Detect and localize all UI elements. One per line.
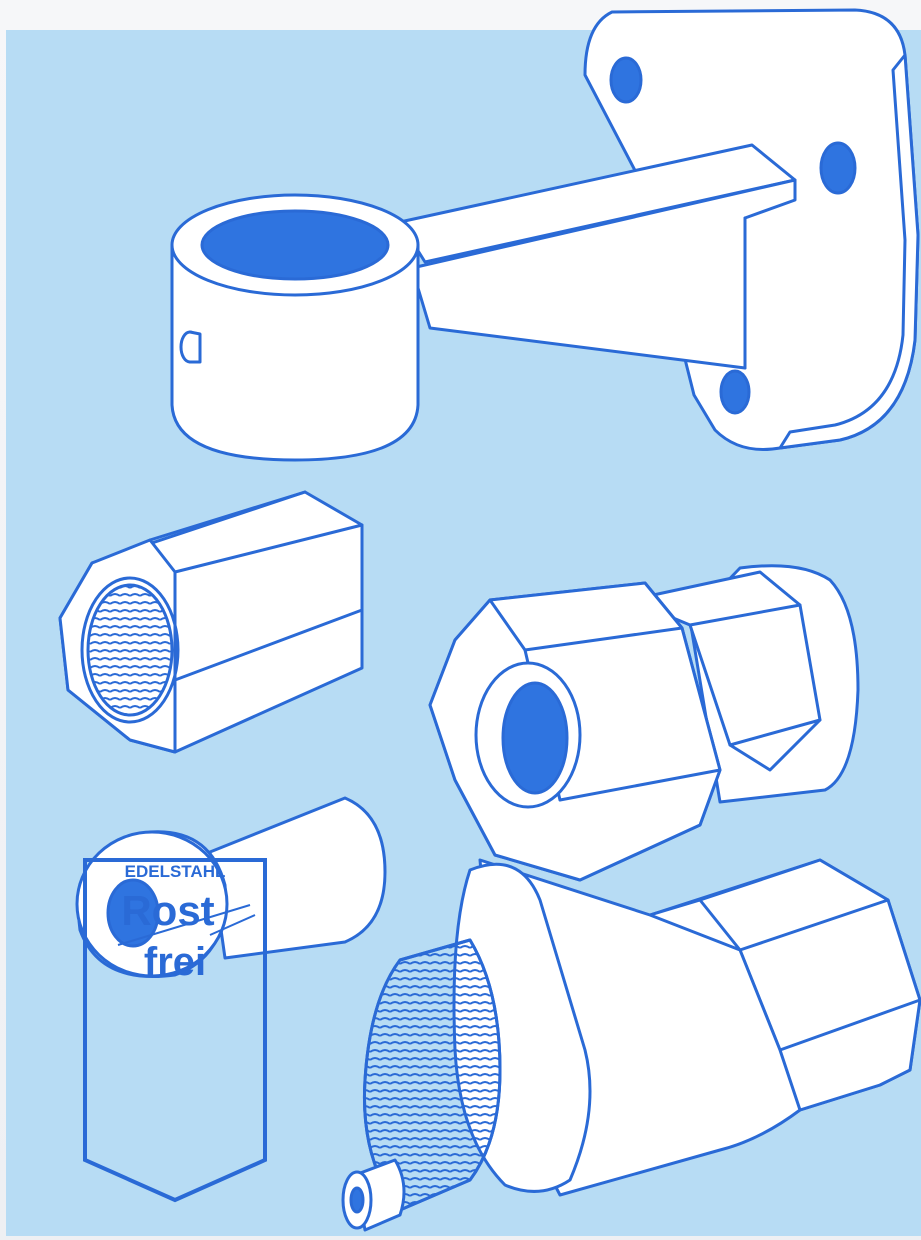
hex-nut-icon: [58, 490, 364, 754]
wall-flange-bracket-icon: [170, 8, 920, 462]
compression-fitting-icon: [428, 564, 860, 882]
logo-line-rost: Rost: [121, 887, 214, 934]
logo-line-frei: frei: [144, 940, 206, 984]
threaded-adapter-icon: [341, 858, 921, 1232]
edelstahl-rostfrei-logo: EDELSTAHL Rost frei: [83, 858, 267, 1203]
tube-sleeve-icon: [75, 796, 387, 979]
logo-line-edelstahl: EDELSTAHL: [125, 862, 226, 881]
